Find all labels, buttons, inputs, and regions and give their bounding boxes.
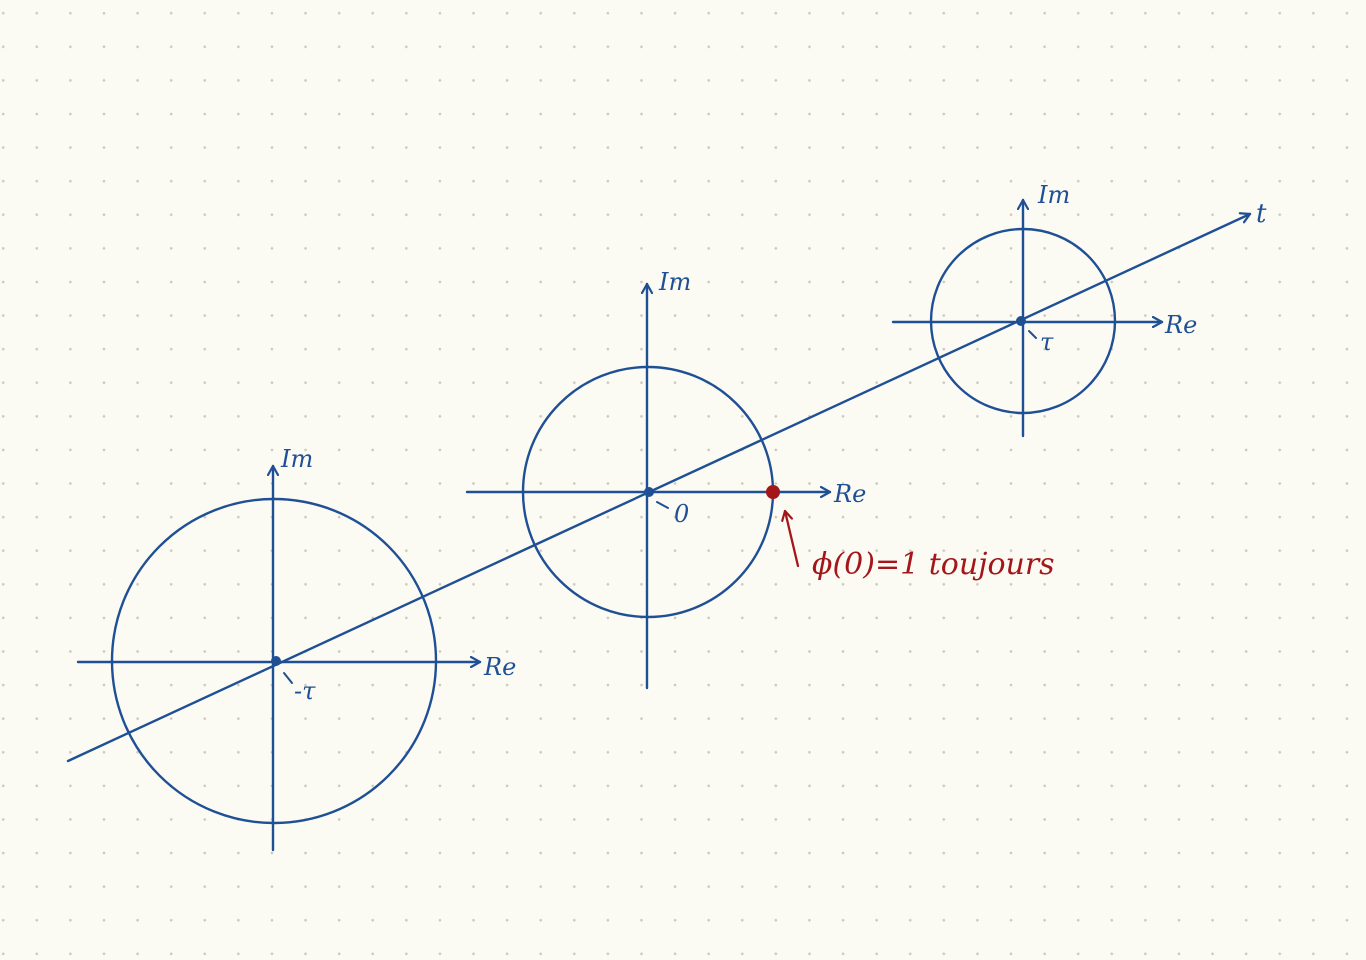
origin-dot-right bbox=[1016, 316, 1026, 326]
complex-plane-right: Re Im τ bbox=[891, 181, 1197, 438]
complex-plane-left: Re Im -τ bbox=[76, 445, 516, 852]
im-label-right: Im bbox=[1037, 181, 1070, 209]
origin-label-left: -τ bbox=[294, 677, 316, 705]
complex-plane-middle: Re Im 0 bbox=[465, 268, 866, 690]
origin-tick-left bbox=[283, 672, 293, 684]
im-label-left: Im bbox=[280, 445, 313, 473]
origin-tick-right bbox=[1028, 330, 1037, 339]
origin-label-middle: 0 bbox=[674, 500, 689, 528]
annotation-arrow bbox=[785, 509, 800, 568]
phi-zero-point bbox=[766, 485, 780, 499]
re-label-middle: Re bbox=[833, 480, 866, 508]
phi-annotation: ϕ(0)=1 toujours bbox=[785, 509, 1055, 582]
origin-dot-left bbox=[271, 656, 281, 666]
origin-tick-middle bbox=[656, 501, 669, 509]
im-label-middle: Im bbox=[658, 268, 691, 296]
annotation-text: ϕ(0)=1 toujours bbox=[812, 547, 1055, 582]
t-axis-line bbox=[66, 214, 1252, 763]
re-label-right: Re bbox=[1164, 311, 1197, 339]
origin-dot-middle bbox=[644, 487, 654, 497]
re-label-left: Re bbox=[483, 653, 516, 681]
t-axis-label: t bbox=[1256, 199, 1267, 229]
origin-label-right: τ bbox=[1040, 328, 1054, 356]
